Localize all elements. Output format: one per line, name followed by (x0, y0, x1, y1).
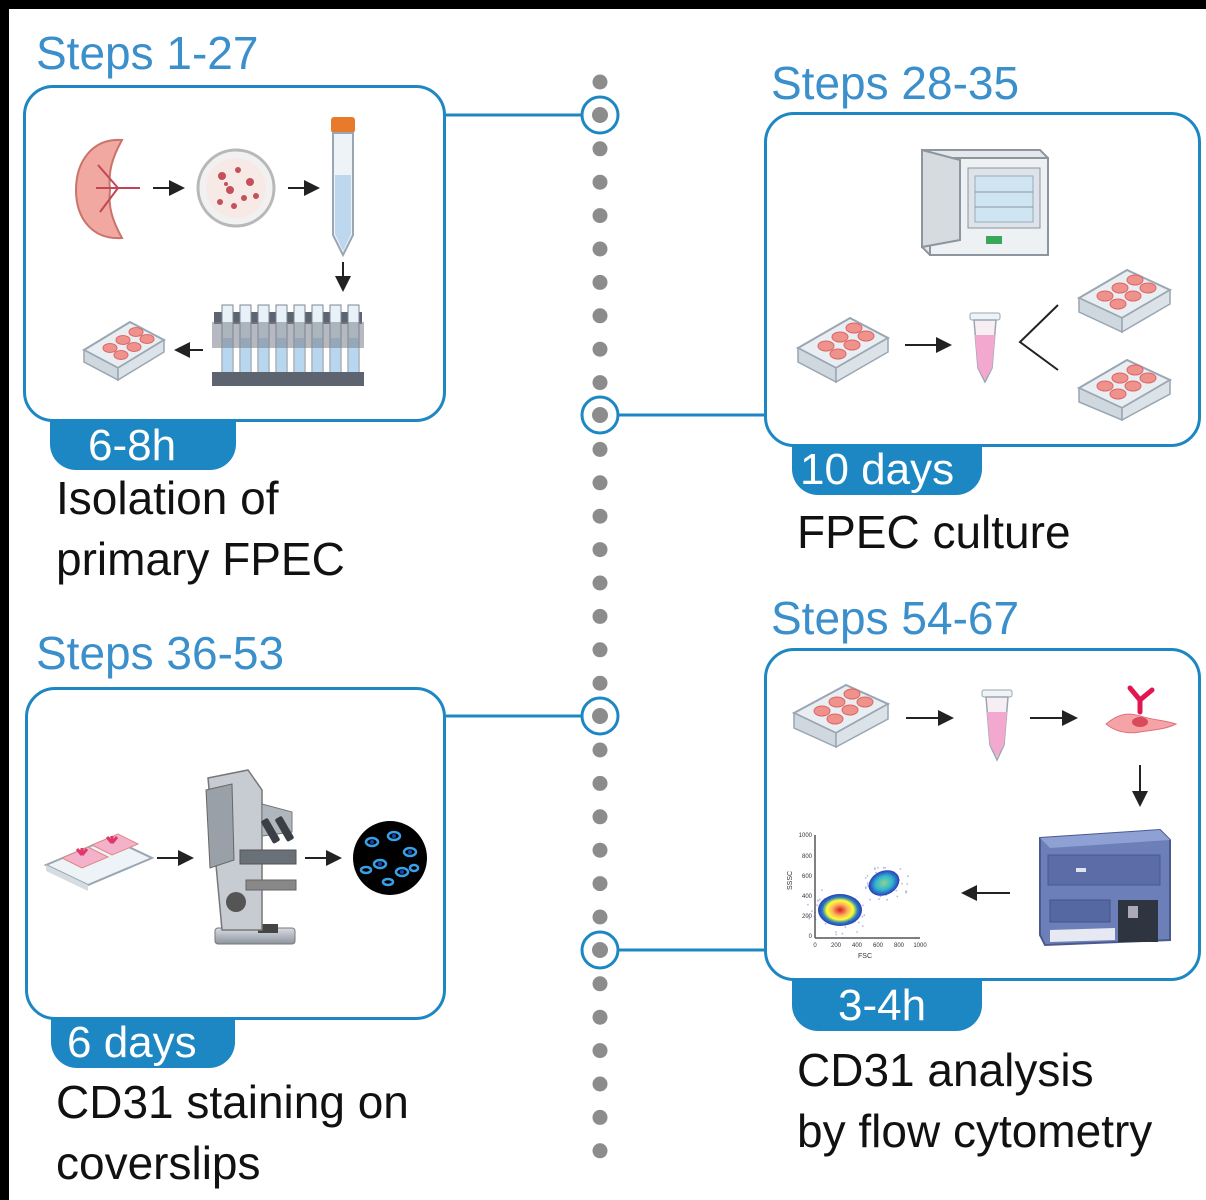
duration-badge-3: 6 days (51, 1018, 235, 1068)
panel-isolation (23, 85, 446, 422)
description-2-line-1: FPEC culture (797, 506, 1071, 558)
description-4: CD31 analysis by flow cytometry (797, 1040, 1152, 1161)
panel-culture (764, 112, 1201, 447)
description-1: Isolation of primary FPEC (56, 468, 345, 589)
description-4-line-1: CD31 analysis (797, 1044, 1094, 1096)
description-4-line-2: by flow cytometry (797, 1104, 1153, 1157)
description-3-line-1: CD31 staining on (56, 1076, 409, 1128)
duration-badge-2: 10 days (792, 445, 982, 495)
description-2: FPEC culture (797, 502, 1071, 563)
duration-badge-4: 3-4h (792, 979, 982, 1031)
duration-badge-1: 6-8h (50, 420, 236, 470)
steps-label-4: Steps 54-67 (771, 592, 1020, 644)
panel-flow-cytometry (764, 648, 1201, 981)
description-3-line-2: coverslips (56, 1136, 261, 1189)
description-1-line-2: primary FPEC (56, 532, 345, 585)
steps-label-3: Steps 36-53 (36, 627, 285, 679)
description-3: CD31 staining on coverslips (56, 1072, 409, 1193)
steps-label-1: Steps 1-27 (36, 27, 259, 79)
panel-staining (25, 687, 446, 1020)
steps-label-2: Steps 28-35 (771, 57, 1020, 109)
description-1-line-1: Isolation of (56, 472, 279, 524)
